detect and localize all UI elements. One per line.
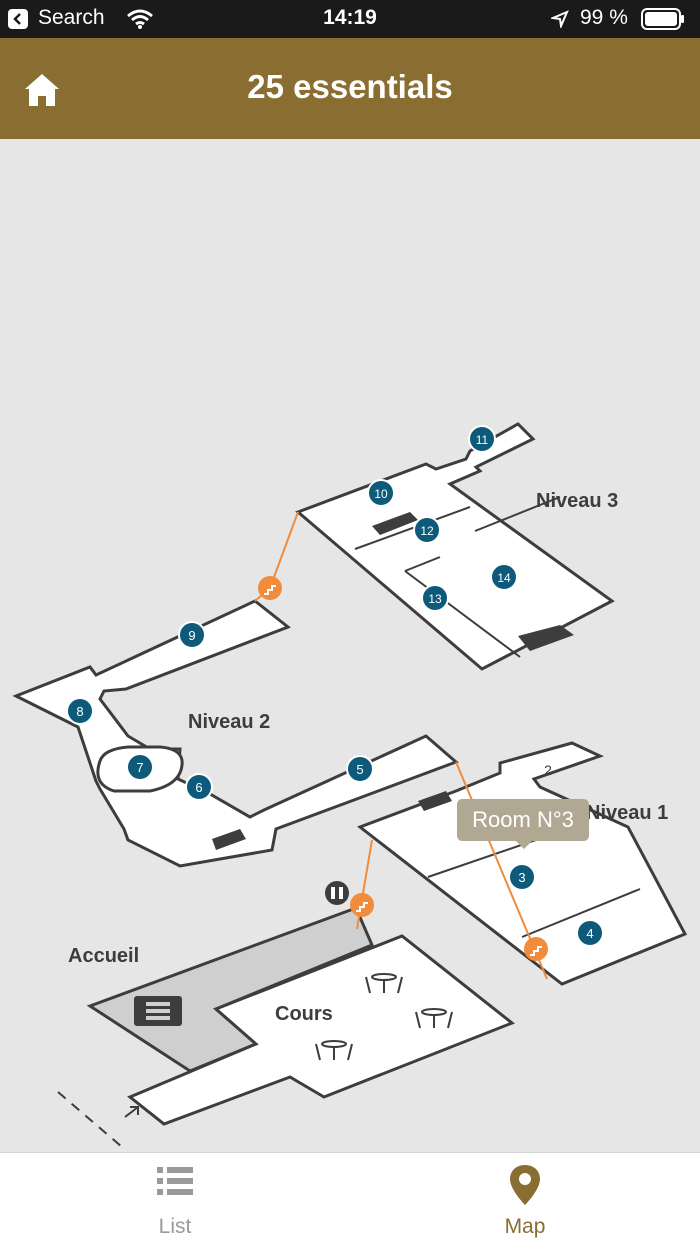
tab-bar: List Map bbox=[0, 1152, 700, 1245]
wifi-icon bbox=[127, 9, 153, 29]
courtyard-area[interactable] bbox=[127, 934, 515, 1126]
page-title: 25 essentials bbox=[247, 68, 453, 105]
room-marker-label: 3 bbox=[518, 870, 525, 885]
back-app-icon[interactable] bbox=[8, 9, 28, 29]
room-marker-11[interactable]: 11 bbox=[468, 425, 496, 453]
wall-line bbox=[404, 570, 521, 658]
room-marker-label: 6 bbox=[195, 780, 202, 795]
room-marker-4[interactable]: 4 bbox=[576, 919, 604, 947]
room-marker-label: 14 bbox=[497, 571, 511, 585]
status-bar: Search 14:19 99 % bbox=[0, 0, 700, 38]
room-marker-7[interactable]: 7 bbox=[126, 753, 154, 781]
room-marker-label: 9 bbox=[188, 628, 195, 643]
room-marker-5[interactable]: 5 bbox=[346, 755, 374, 783]
entrance-path bbox=[57, 1091, 123, 1148]
room-marker-3[interactable]: 3 bbox=[508, 863, 536, 891]
wall-line bbox=[404, 556, 441, 572]
stairs-icon[interactable] bbox=[524, 937, 548, 961]
room-marker-13[interactable]: 13 bbox=[421, 584, 449, 612]
floor-map[interactable]: Niveau 3 Niveau 2 Niveau 1 Accueil Cours… bbox=[0, 139, 700, 1152]
courtyard-label: Cours bbox=[275, 1003, 333, 1025]
app-header: 25 essentials bbox=[0, 38, 700, 139]
room-marker-14[interactable]: 14 bbox=[490, 563, 518, 591]
level3-block bbox=[372, 512, 418, 535]
wall-line bbox=[521, 888, 641, 938]
tab-list[interactable]: List bbox=[0, 1153, 350, 1245]
level3-block bbox=[518, 625, 574, 651]
room-2-label[interactable]: 2 bbox=[544, 762, 552, 778]
battery-icon bbox=[641, 8, 684, 30]
room-marker-12[interactable]: 12 bbox=[413, 516, 441, 544]
home-icon[interactable] bbox=[22, 70, 62, 110]
room-marker-label: 7 bbox=[136, 760, 143, 775]
restroom-icon bbox=[325, 881, 349, 905]
level2-label: Niveau 2 bbox=[188, 711, 270, 733]
level2-outline[interactable] bbox=[12, 599, 459, 868]
ticket-icon bbox=[134, 996, 182, 1026]
room-marker-label: 12 bbox=[420, 524, 434, 538]
level1-label: Niveau 1 bbox=[586, 802, 668, 824]
back-app-label[interactable]: Search bbox=[38, 6, 105, 29]
room-marker-9[interactable]: 9 bbox=[178, 621, 206, 649]
room-marker-label: 11 bbox=[476, 433, 489, 447]
wall-line bbox=[354, 506, 471, 550]
level1-block bbox=[418, 791, 452, 811]
tab-list-label: List bbox=[158, 1215, 192, 1238]
tab-map-label: Map bbox=[504, 1215, 546, 1238]
wall-line bbox=[474, 496, 561, 532]
room-marker-label: 8 bbox=[76, 704, 83, 719]
map-pin-icon bbox=[510, 1165, 540, 1205]
room-marker-6[interactable]: 6 bbox=[185, 773, 213, 801]
entrance-arrow-icon bbox=[124, 1106, 139, 1118]
room-marker-label: 5 bbox=[356, 762, 363, 777]
room-marker-label: 10 bbox=[374, 487, 388, 501]
room-marker-label: 13 bbox=[428, 592, 442, 606]
stairs-icon[interactable] bbox=[350, 893, 374, 917]
room-marker-10[interactable]: 10 bbox=[367, 479, 395, 507]
location-arrow-icon bbox=[551, 10, 569, 28]
floor-plan: Niveau 3 Niveau 2 Niveau 1 Accueil Cours… bbox=[12, 422, 688, 1148]
cafe-icon bbox=[315, 973, 453, 1061]
tab-map[interactable]: Map bbox=[350, 1153, 700, 1245]
room-tooltip[interactable]: Room N°3 bbox=[457, 799, 589, 849]
stairs-icon[interactable] bbox=[258, 576, 282, 600]
level2-block bbox=[212, 829, 246, 850]
room-marker-label: 4 bbox=[586, 926, 593, 941]
level3-label: Niveau 3 bbox=[536, 490, 618, 512]
reception-label: Accueil bbox=[68, 945, 139, 967]
list-icon bbox=[157, 1167, 193, 1195]
battery-percent: 99 % bbox=[580, 6, 628, 29]
room-marker-8[interactable]: 8 bbox=[66, 697, 94, 725]
